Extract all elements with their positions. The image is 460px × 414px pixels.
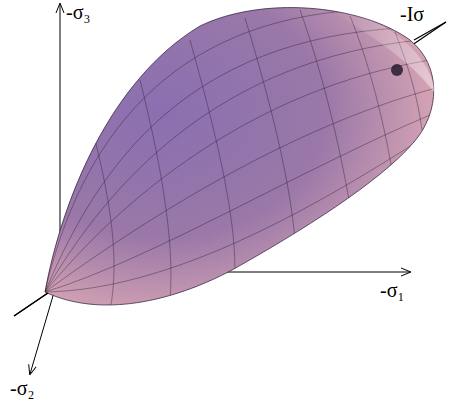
axis-label: -σ₂ xyxy=(10,378,34,398)
axis-label: -Iσ xyxy=(400,4,424,24)
yield-surface xyxy=(45,8,434,305)
apex-mark xyxy=(391,64,403,76)
axis-label: -σ₃ xyxy=(66,2,90,22)
axis-label: -σ₁ xyxy=(380,280,404,300)
surface-mesh xyxy=(45,10,436,310)
hydrostatic-axis-end xyxy=(14,293,48,316)
hydrostatic-axis-end xyxy=(414,22,446,40)
